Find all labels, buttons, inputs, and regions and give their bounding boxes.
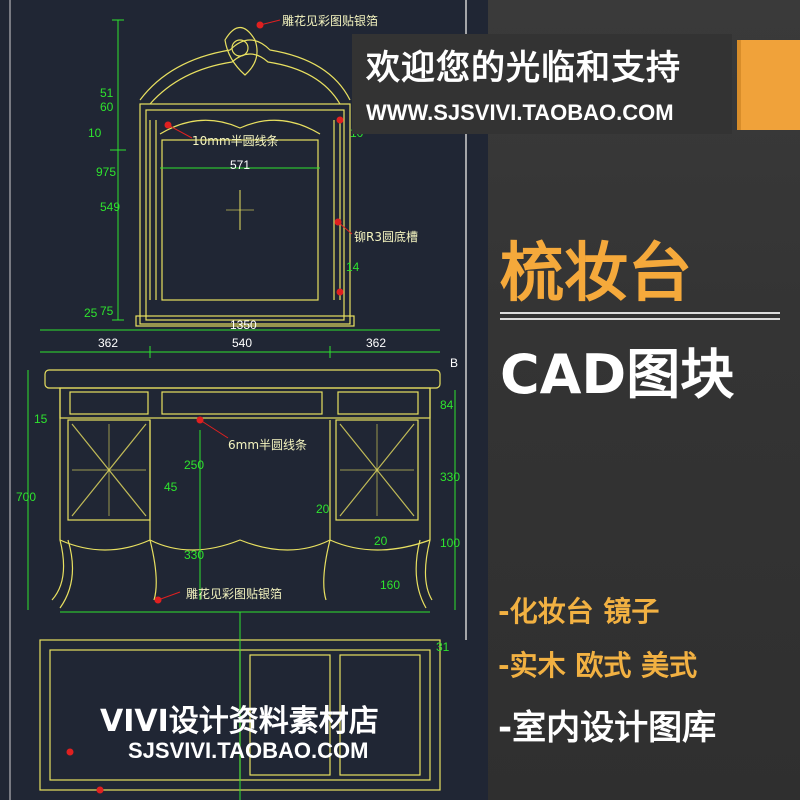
dim-160: 160 <box>380 578 401 592</box>
dim-center: 540 <box>232 336 253 350</box>
dim-overall-width: 1350 <box>230 318 257 332</box>
dim-330b: 330 <box>440 470 461 484</box>
dim-10a: 10 <box>88 126 102 140</box>
accent-block <box>738 40 800 130</box>
dim-31: 31 <box>436 640 450 654</box>
dim-549: 549 <box>100 200 121 214</box>
dim-14: 14 <box>346 260 360 274</box>
product-title: 梳妆台 <box>500 237 692 311</box>
annotation-router-groove: 铆R3圆底槽 <box>354 230 418 244</box>
annotation-half-round-6: 6mm半圆线条 <box>228 438 308 452</box>
dim-side-left: 362 <box>98 336 119 350</box>
dim-51: 51 <box>100 86 114 100</box>
tag-vanity-mirror: -化妆台 镜子 <box>498 595 660 628</box>
dim-15: 15 <box>34 412 48 426</box>
store-name: VIVI设计资料素材店 <box>100 704 379 739</box>
section-mark-b: B <box>450 356 459 370</box>
store-url[interactable]: SJSVIVI.TAOBAO.COM <box>128 738 369 763</box>
dim-25: 25 <box>84 306 98 320</box>
dim-250: 250 <box>184 458 205 472</box>
dim-side-right: 362 <box>366 336 387 350</box>
dim-100: 100 <box>440 536 461 550</box>
dim-20b: 20 <box>374 534 388 548</box>
vanity-table-drawing <box>44 369 441 609</box>
annotation-carved-gilt-bottom: 雕花见彩图贴银箔 <box>186 587 283 601</box>
dim-330a: 330 <box>184 548 205 562</box>
header-banner <box>352 34 732 134</box>
dim-700: 700 <box>16 490 37 504</box>
product-subtitle: CAD图块 <box>500 343 735 406</box>
dim-20a: 20 <box>316 502 330 516</box>
shop-url-top[interactable]: WWW.SJSVIVI.TAOBAO.COM <box>366 100 674 125</box>
dim-60: 60 <box>100 100 114 114</box>
dim-45: 45 <box>164 480 178 494</box>
leader-marks <box>66 19 353 794</box>
annotation-carved-gilt-top: 雕花见彩图贴银箔 <box>282 14 379 28</box>
annotation-half-round-10: 10mm半圆线条 <box>192 134 279 148</box>
accent-block-edge <box>737 40 741 130</box>
divider-top <box>500 312 780 314</box>
dimension-lines <box>27 19 456 800</box>
mirror-drawing <box>135 26 355 327</box>
tag-interior-library: -室内设计图库 <box>498 708 717 748</box>
welcome-text: 欢迎您的光临和支持 <box>366 48 681 88</box>
dim-mirror-width: 571 <box>230 158 251 172</box>
dim-75: 75 <box>100 304 114 318</box>
dim-84: 84 <box>440 398 454 412</box>
dim-975: 975 <box>96 165 117 179</box>
tag-solid-wood-styles: -实木 欧式 美式 <box>498 649 698 682</box>
divider-bottom <box>500 318 780 320</box>
